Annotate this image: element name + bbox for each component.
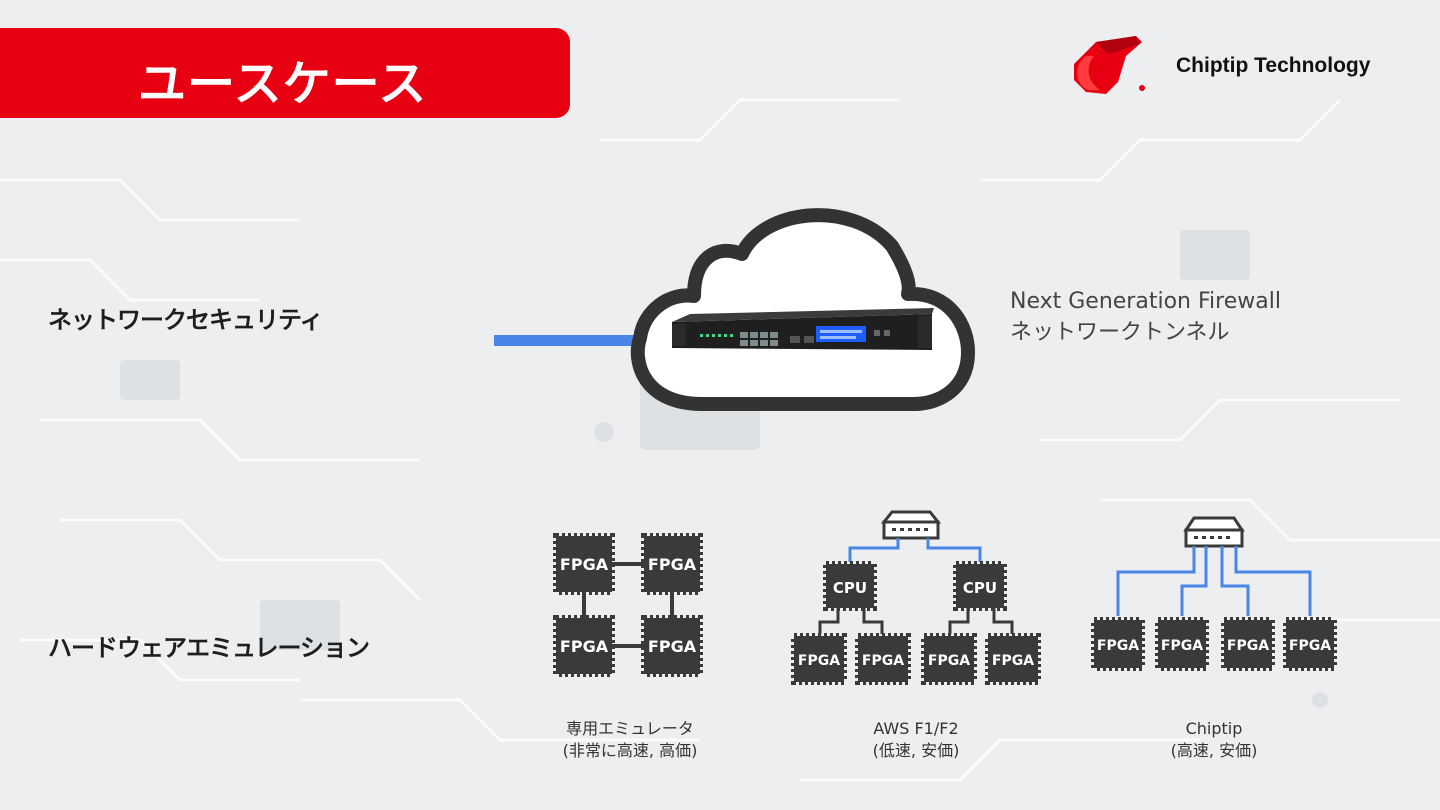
firewall-caption: Next Generation Firewall ネットワークトンネル (1010, 286, 1281, 348)
cpu-chip-1: CPU (823, 561, 877, 611)
fpga-label: FPGA (1227, 638, 1269, 654)
title-banner: ユースケース (0, 28, 570, 118)
hardware-emulation-label: ハードウェアエミュレーション (48, 634, 370, 662)
fpga-label: FPGA (1161, 638, 1203, 654)
fpga-label: FPGA (648, 637, 697, 656)
fpga-label: FPGA (862, 653, 904, 669)
cpu-label: CPU (833, 579, 867, 597)
fpga-label: FPGA (1289, 638, 1331, 654)
chiptip-caption: Chiptip (高速, 安価) (1124, 718, 1304, 762)
aws-caption: AWS F1/F2 (低速, 安価) (826, 718, 1006, 762)
aws-caption-line2: (低速, 安価) (872, 741, 960, 760)
fpga-label: FPGA (798, 653, 840, 669)
fpga-chip-c4: FPGA (1283, 617, 1337, 671)
fpga-chip-c1: FPGA (1091, 617, 1145, 671)
fpga-label: FPGA (560, 555, 609, 574)
chiptip-diagram: FPGA FPGA FPGA FPGA (1091, 516, 1337, 671)
fpga-chip-a1: FPGA (791, 633, 847, 685)
fpga-label: FPGA (928, 653, 970, 669)
cloud-icon (630, 208, 975, 411)
dedicated-emulator-diagram: FPGA FPGA FPGA FPGA (553, 533, 703, 677)
fpga-chip-a4: FPGA (985, 633, 1041, 685)
aws-caption-line1: AWS F1/F2 (873, 719, 959, 738)
fpga-chip-1: FPGA (553, 533, 615, 595)
firewall-caption-line1: Next Generation Firewall (1010, 289, 1281, 314)
chiptip-caption-line2: (高速, 安価) (1170, 741, 1258, 760)
network-switch-icon (880, 510, 942, 540)
chiptip-logo-icon (1074, 36, 1145, 94)
fpga-label: FPGA (1097, 638, 1139, 654)
dedicated-caption-line2: (非常に高速, 高価) (562, 741, 698, 760)
network-switch-icon (1183, 516, 1245, 548)
fpga-chip-a3: FPGA (921, 633, 977, 685)
cpu-label: CPU (963, 579, 997, 597)
fpga-chip-a2: FPGA (855, 633, 911, 685)
page-title: ユースケース (138, 56, 428, 112)
fpga-chip-c2: FPGA (1155, 617, 1209, 671)
fpga-label: FPGA (992, 653, 1034, 669)
fpga-chip-3: FPGA (553, 615, 615, 677)
firewall-caption-line2: ネットワークトンネル (1010, 320, 1230, 345)
aws-diagram: CPU CPU FPGA FPGA FPGA FPGA (791, 510, 1041, 685)
fpga-label: FPGA (560, 637, 609, 656)
fpga-chip-2: FPGA (641, 533, 703, 595)
brand-name: Chiptip Technology (1176, 54, 1371, 77)
fpga-label: FPGA (648, 555, 697, 574)
network-security-label: ネットワークセキュリティ (48, 306, 324, 334)
firewall-appliance-icon (672, 308, 934, 350)
cpu-chip-2: CPU (953, 561, 1007, 611)
chiptip-caption-line1: Chiptip (1185, 719, 1243, 738)
fpga-chip-c3: FPGA (1221, 617, 1275, 671)
dedicated-emulator-caption: 専用エミュレータ (非常に高速, 高価) (540, 718, 720, 762)
cloud-firewall-diagram (494, 208, 975, 411)
network-link (494, 335, 674, 346)
fpga-chip-4: FPGA (641, 615, 703, 677)
dedicated-caption-line1: 専用エミュレータ (566, 719, 694, 738)
